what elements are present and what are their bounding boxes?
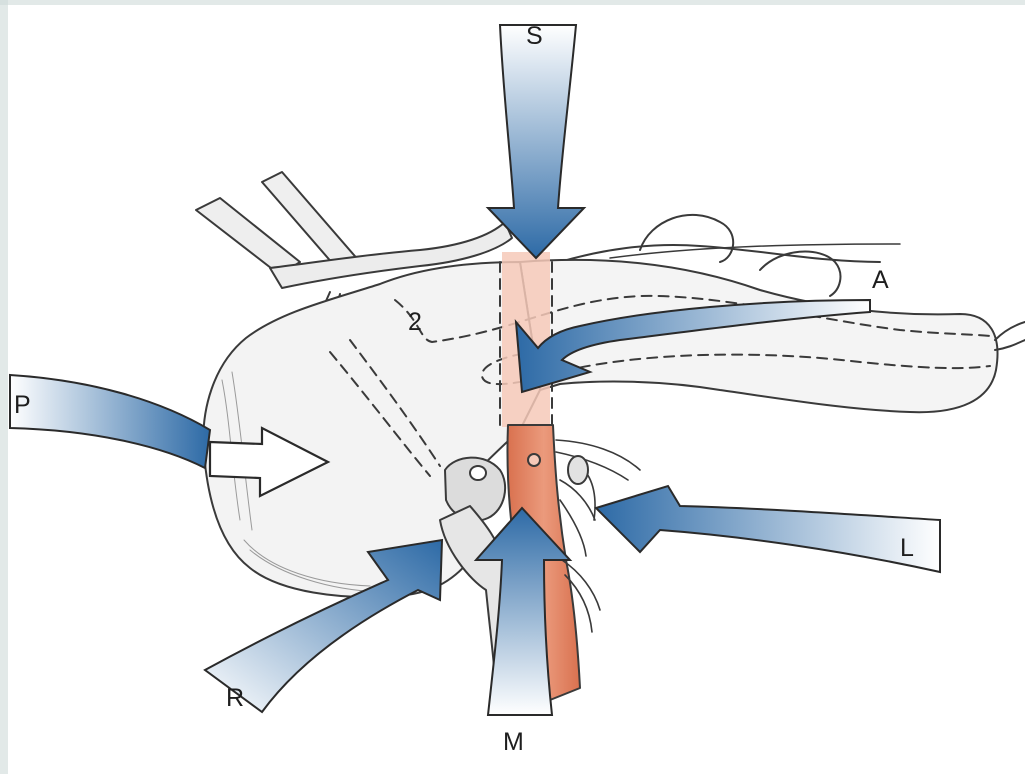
small-node xyxy=(568,456,588,484)
frame-top-edge xyxy=(0,0,1025,5)
vessel-opening xyxy=(528,454,540,466)
label-right: R xyxy=(226,684,244,712)
label-superior: S xyxy=(526,22,543,50)
marker-label: 2 xyxy=(408,308,422,336)
label-posterior: P xyxy=(14,391,31,419)
label-left: L xyxy=(900,534,914,562)
frame-left-edge xyxy=(0,0,8,774)
duct-opening xyxy=(470,466,486,480)
label-medial: M xyxy=(503,728,524,756)
label-anterior: A xyxy=(872,266,889,294)
